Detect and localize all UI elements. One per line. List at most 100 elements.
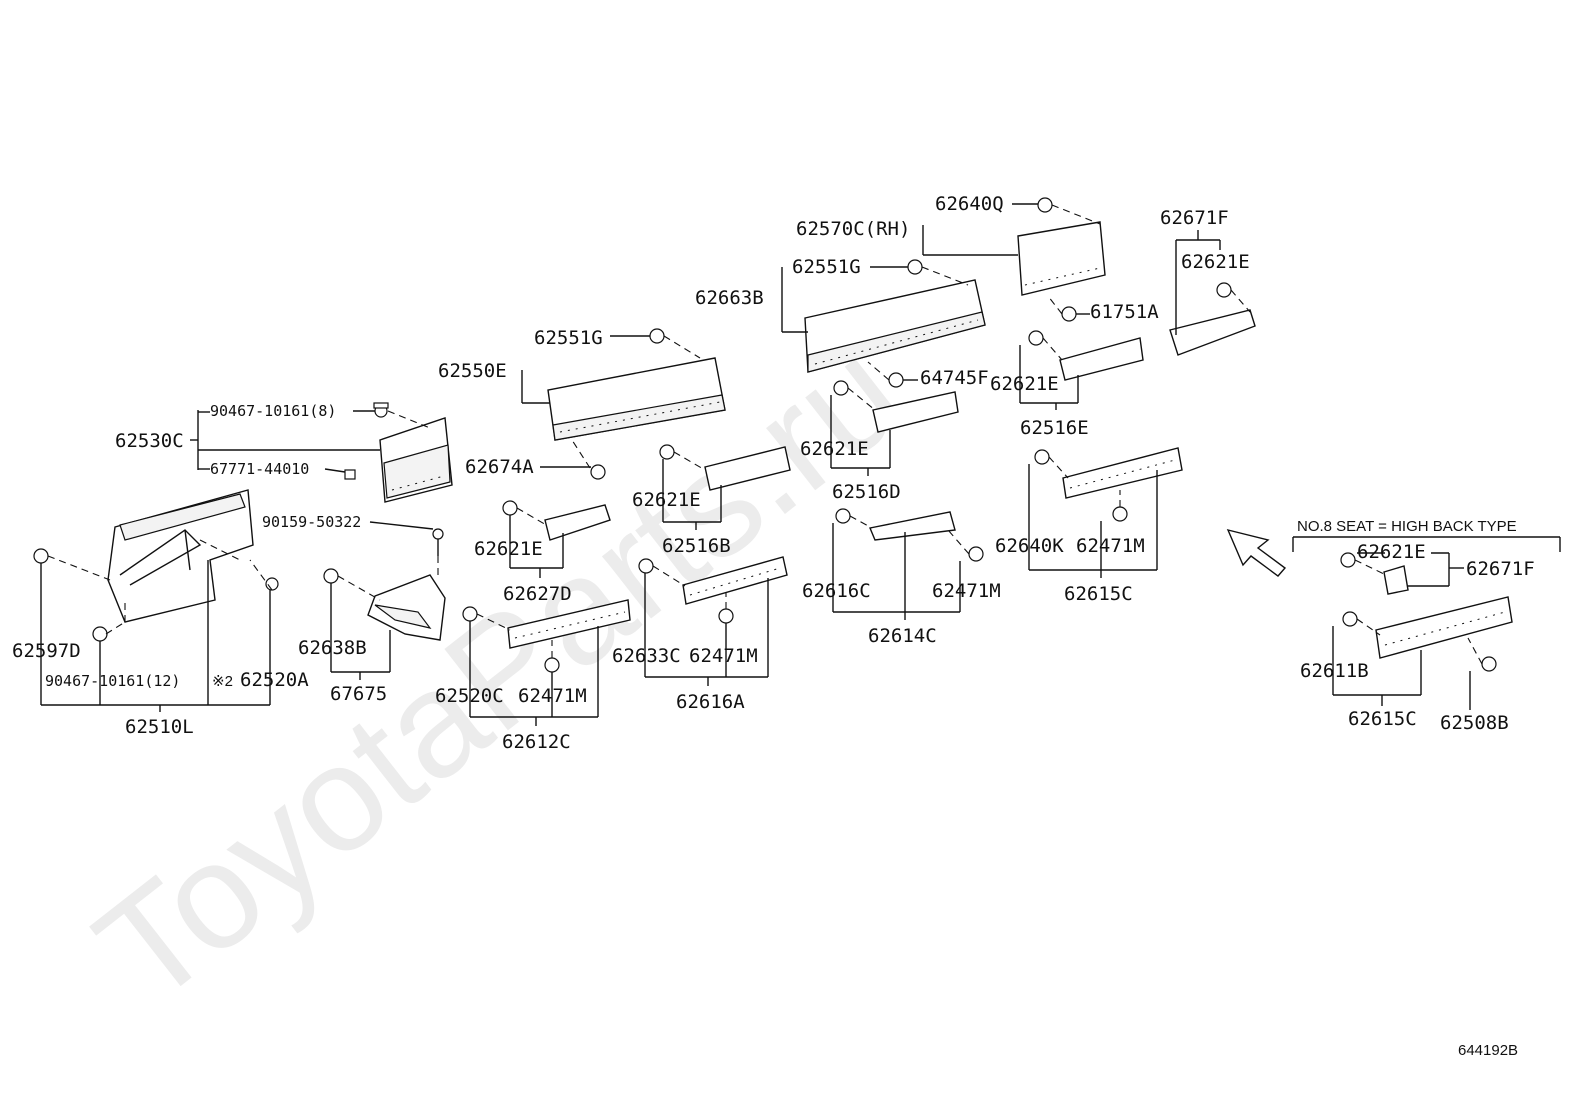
clip-62508B xyxy=(1481,656,1497,672)
label-62551G-a: 62551G xyxy=(534,327,603,349)
part-62612C-strip xyxy=(507,599,631,649)
clip-62551G-a xyxy=(649,328,665,344)
clip-62621E-e xyxy=(1216,282,1232,298)
part-62614C-strip xyxy=(869,511,956,541)
clip-62621E-b xyxy=(659,444,675,460)
part-62510L-panel xyxy=(107,489,254,623)
clip-90467-8 xyxy=(373,402,389,418)
clip-62611B xyxy=(1342,611,1358,627)
label-62627D: 62627D xyxy=(503,583,572,605)
direction-arrow xyxy=(1226,528,1287,577)
clip-62471M-a xyxy=(544,657,560,673)
label-62671F-a: 62671F xyxy=(1160,207,1229,229)
clip-62616C xyxy=(835,508,851,524)
label-62674A: 62674A xyxy=(465,456,534,478)
label-62671F-b: 62671F xyxy=(1466,558,1535,580)
part-labels: 62530C 90467-10161(8) 67771-44010 90159-… xyxy=(12,193,1535,1059)
figure-code: 644192B xyxy=(1458,1042,1518,1059)
part-62616A-strip xyxy=(682,556,788,605)
clip-64745F xyxy=(888,372,904,388)
label-62614C: 62614C xyxy=(868,625,937,647)
label-62640K: 62640K xyxy=(995,535,1064,557)
label-62621E-b: 62621E xyxy=(632,489,701,511)
clip-62621E-a xyxy=(502,500,518,516)
part-62671F-small xyxy=(1383,565,1409,595)
note-high-back-type: NO.8 SEAT = HIGH BACK TYPE xyxy=(1297,518,1517,535)
label-62516D: 62516D xyxy=(832,481,901,503)
label-62621E-a: 62621E xyxy=(474,538,543,560)
part-62516E xyxy=(1059,337,1144,381)
label-62508B: 62508B xyxy=(1440,712,1509,734)
label-62615C-b: 62615C xyxy=(1348,708,1417,730)
label-62597D: 62597D xyxy=(12,640,81,662)
clip-90467-12 xyxy=(92,626,108,642)
part-67675-bracket xyxy=(367,574,446,641)
part-62627D xyxy=(544,504,611,541)
clip-61751A xyxy=(1061,306,1077,322)
clip-62674A xyxy=(590,464,606,480)
label-62530C: 62530C xyxy=(115,430,184,452)
label-62471M-d: 62471M xyxy=(1076,535,1145,557)
part-62663B-panel xyxy=(804,279,986,373)
label-61751A: 61751A xyxy=(1090,301,1159,323)
leader-lines xyxy=(40,203,1561,726)
label-62471M-b: 62471M xyxy=(689,645,758,667)
clip-62471M-c xyxy=(968,546,984,562)
label-62471M-c: 62471M xyxy=(932,580,1001,602)
label-62621E-e: 62621E xyxy=(1181,251,1250,273)
label-62516B: 62516B xyxy=(662,535,731,557)
part-62570C-panel xyxy=(1017,221,1106,296)
clip-62597D xyxy=(33,548,49,564)
bolt-90159 xyxy=(432,528,444,556)
label-62621E-d: 62621E xyxy=(990,373,1059,395)
clip-62621E-d xyxy=(1028,330,1044,346)
label-62611B: 62611B xyxy=(1300,660,1369,682)
label-90159-50322: 90159-50322 xyxy=(262,513,361,531)
clip-62638B xyxy=(323,568,339,584)
label-62612C: 62612C xyxy=(502,731,571,753)
clip-62633C xyxy=(638,558,654,574)
label-62510L: 62510L xyxy=(125,716,194,738)
label-62663B: 62663B xyxy=(695,287,764,309)
label-62621E-c: 62621E xyxy=(800,438,869,460)
label-62520A: 62520A xyxy=(240,669,309,691)
label-62520C: 62520C xyxy=(435,685,504,707)
part-62530C-panel xyxy=(344,417,453,503)
label-62633C: 62633C xyxy=(612,645,681,667)
label-62621E-f: 62621E xyxy=(1357,541,1426,563)
part-62516B xyxy=(704,446,791,491)
part-62516D xyxy=(872,391,959,433)
clip-62640K xyxy=(1034,449,1050,465)
clip-62520A xyxy=(265,577,279,591)
label-62550E: 62550E xyxy=(438,360,507,382)
clip-62520C xyxy=(462,606,478,622)
label-62616C: 62616C xyxy=(802,580,871,602)
label-62616A: 62616A xyxy=(676,691,745,713)
clip-62640Q xyxy=(1037,197,1053,213)
label-67675: 67675 xyxy=(330,683,387,705)
label-62570C-RH: 62570C(RH) xyxy=(796,218,910,240)
label-90467-10161-12: 90467-10161(12) xyxy=(45,672,180,690)
label-62551G-b: 62551G xyxy=(792,256,861,278)
install-lines xyxy=(47,204,1483,665)
label-64745F: 64745F xyxy=(920,367,989,389)
label-62638B: 62638B xyxy=(298,637,367,659)
label-62640Q: 62640Q xyxy=(935,193,1004,215)
part-62615C-right-strip xyxy=(1375,596,1513,659)
label-67771-44010: 67771-44010 xyxy=(210,460,309,478)
part-62550E-panel xyxy=(547,357,726,441)
clip-62551G-b xyxy=(907,259,923,275)
label-90467-10161-8: 90467-10161(8) xyxy=(210,402,336,420)
part-62671F-top xyxy=(1169,309,1256,356)
watermark: ToyotaParts.ru xyxy=(66,307,932,1035)
clip-62471M-b xyxy=(718,608,734,624)
label-62615C-a: 62615C xyxy=(1064,583,1133,605)
label-62520A-mark: ※2 xyxy=(212,673,233,690)
clip-62471M-d xyxy=(1112,506,1128,522)
clip-62621E-f xyxy=(1340,552,1356,568)
clip-62621E-c xyxy=(833,380,849,396)
label-62471M-a: 62471M xyxy=(518,685,587,707)
part-62615C-strip xyxy=(1062,447,1183,499)
